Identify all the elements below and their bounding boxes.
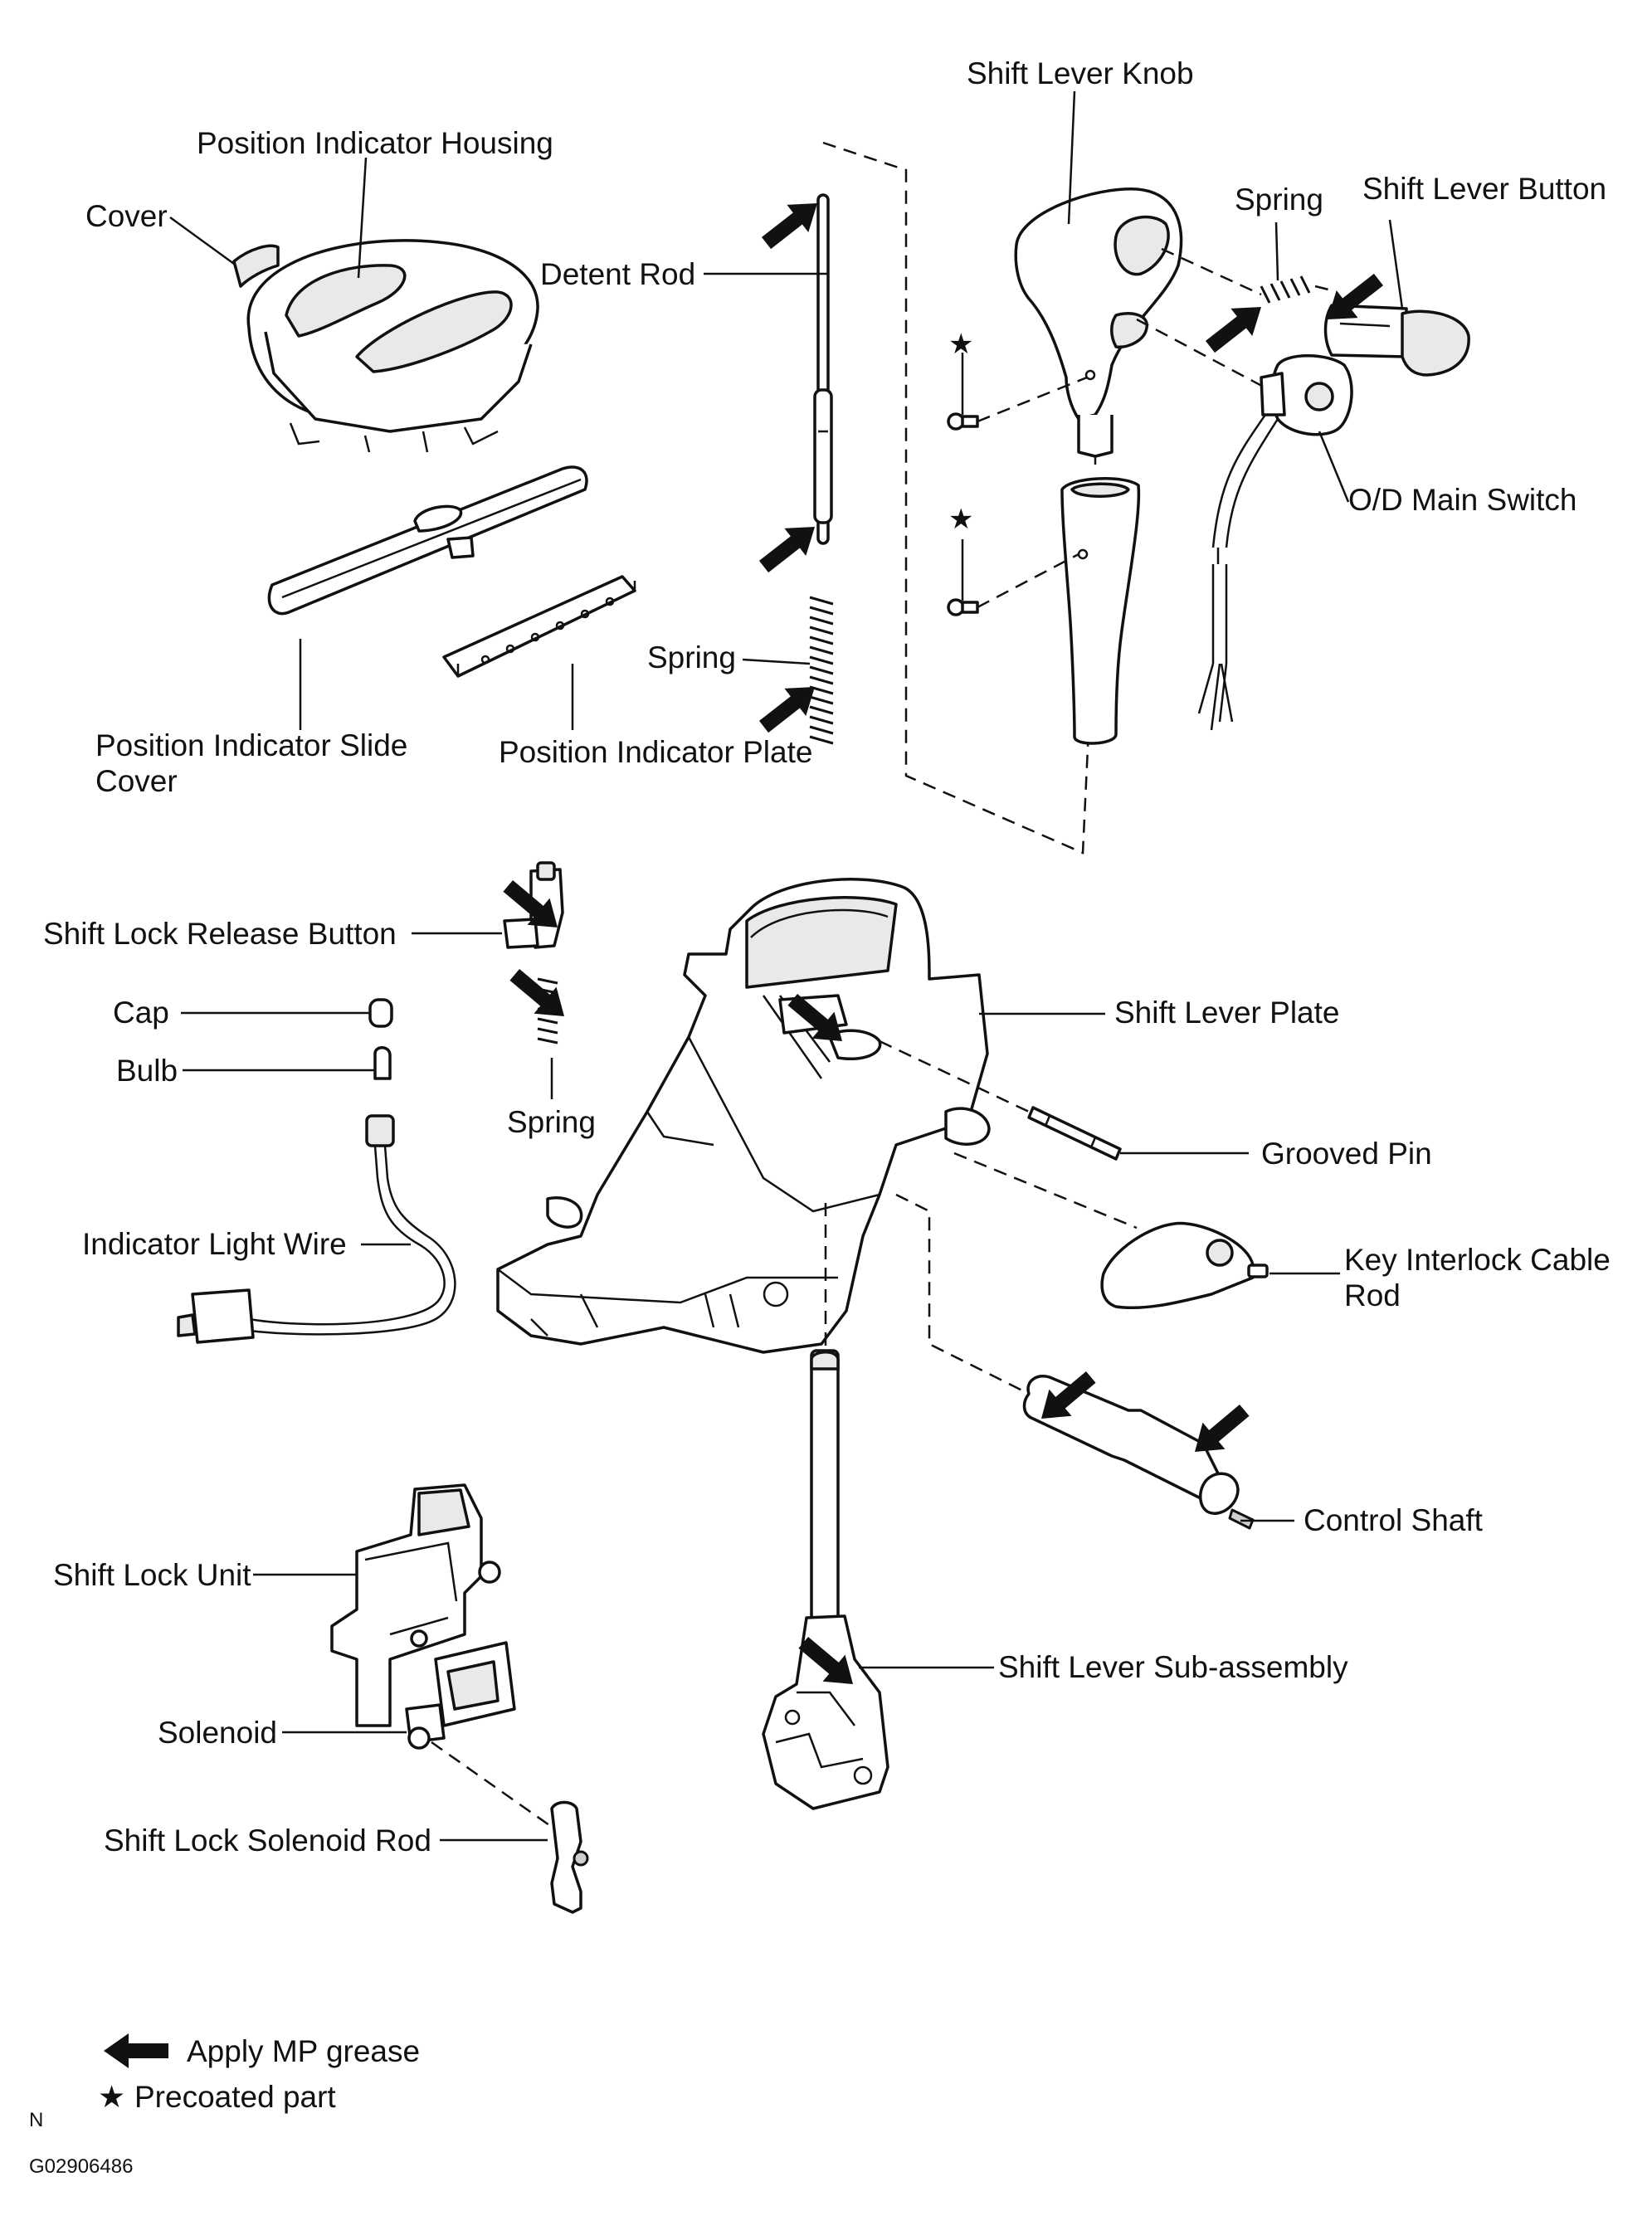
label-key-interlock-cable-rod-line1: Key Interlock Cable — [1344, 1243, 1611, 1277]
control-shaft — [1022, 1375, 1255, 1530]
screw-lower — [947, 598, 979, 616]
cap-part — [368, 998, 393, 1028]
knob-assembly-frame — [822, 141, 1090, 855]
indicator-light-wire — [177, 1114, 456, 1344]
label-spring-lower: Spring — [507, 1105, 596, 1139]
position-indicator-plate — [442, 575, 636, 678]
label-od-main-switch: O/D Main Switch — [1348, 483, 1577, 517]
grooved-pin — [1027, 1106, 1122, 1161]
shift-lever-button-spring — [1260, 275, 1311, 304]
legend-star-icon: ★ — [98, 2080, 126, 2114]
bulb-part — [373, 1046, 392, 1080]
solenoid-part — [405, 1641, 516, 1750]
label-position-indicator-plate: Position Indicator Plate — [499, 735, 813, 769]
label-indicator-light-wire: Indicator Light Wire — [82, 1227, 347, 1261]
leader-lines — [169, 90, 1404, 1842]
label-position-indicator-housing: Position Indicator Housing — [197, 126, 553, 160]
label-spring-top: Spring — [1235, 183, 1323, 217]
label-solenoid: Solenoid — [158, 1716, 278, 1750]
label-shift-lever-sub-assembly: Shift Lever Sub-assembly — [998, 1650, 1348, 1684]
position-indicator-housing — [246, 239, 539, 453]
label-bulb: Bulb — [116, 1054, 178, 1088]
label-key-interlock-cable-rod-line2: Rod — [1344, 1278, 1401, 1312]
screw-upper — [947, 412, 979, 431]
detent-rod-spring — [809, 596, 834, 745]
shift-lever-knob — [1014, 187, 1183, 465]
shift-lock-unit — [330, 1483, 501, 1727]
cover-part — [232, 244, 280, 288]
precoated-star-lower: ★ — [948, 504, 974, 535]
label-spring-mid: Spring — [647, 640, 736, 674]
label-cover: Cover — [85, 199, 168, 233]
legend-grease-text: Apply MP grease — [187, 2034, 421, 2068]
label-control-shaft: Control Shaft — [1304, 1503, 1483, 1537]
figure-code: G02906486 — [29, 2155, 134, 2178]
precoated-star-upper: ★ — [948, 329, 974, 360]
north-marker: N — [29, 2109, 44, 2131]
detent-rod — [813, 193, 833, 545]
legend-precoated-text: Precoated part — [134, 2080, 336, 2114]
label-position-indicator-slide-cover-line2: Cover — [95, 764, 178, 798]
label-detent-rod: Detent Rod — [540, 257, 696, 291]
legend-arrow-icon — [104, 2033, 168, 2068]
label-cap: Cap — [113, 996, 169, 1030]
label-position-indicator-slide-cover-line1: Position Indicator Slide — [95, 728, 408, 762]
position-indicator-slide-cover — [267, 465, 588, 616]
label-shift-lever-knob: Shift Lever Knob — [967, 56, 1194, 90]
label-shift-lock-unit: Shift Lock Unit — [53, 1558, 251, 1592]
grease-arrows — [496, 189, 1390, 1698]
od-main-switch — [1197, 354, 1353, 731]
shift-lock-solenoid-rod — [550, 1800, 589, 1914]
label-shift-lock-release-button: Shift Lock Release Button — [43, 917, 397, 951]
key-interlock-cable-rod — [1100, 1221, 1269, 1310]
label-shift-lever-button: Shift Lever Button — [1362, 172, 1607, 206]
label-shift-lock-solenoid-rod: Shift Lock Solenoid Rod — [104, 1824, 431, 1858]
shift-lever-sub-assembly — [762, 1349, 889, 1810]
label-shift-lever-plate: Shift Lever Plate — [1114, 996, 1340, 1030]
shift-lever-boot — [1060, 477, 1141, 745]
label-grooved-pin: Grooved Pin — [1261, 1137, 1432, 1171]
